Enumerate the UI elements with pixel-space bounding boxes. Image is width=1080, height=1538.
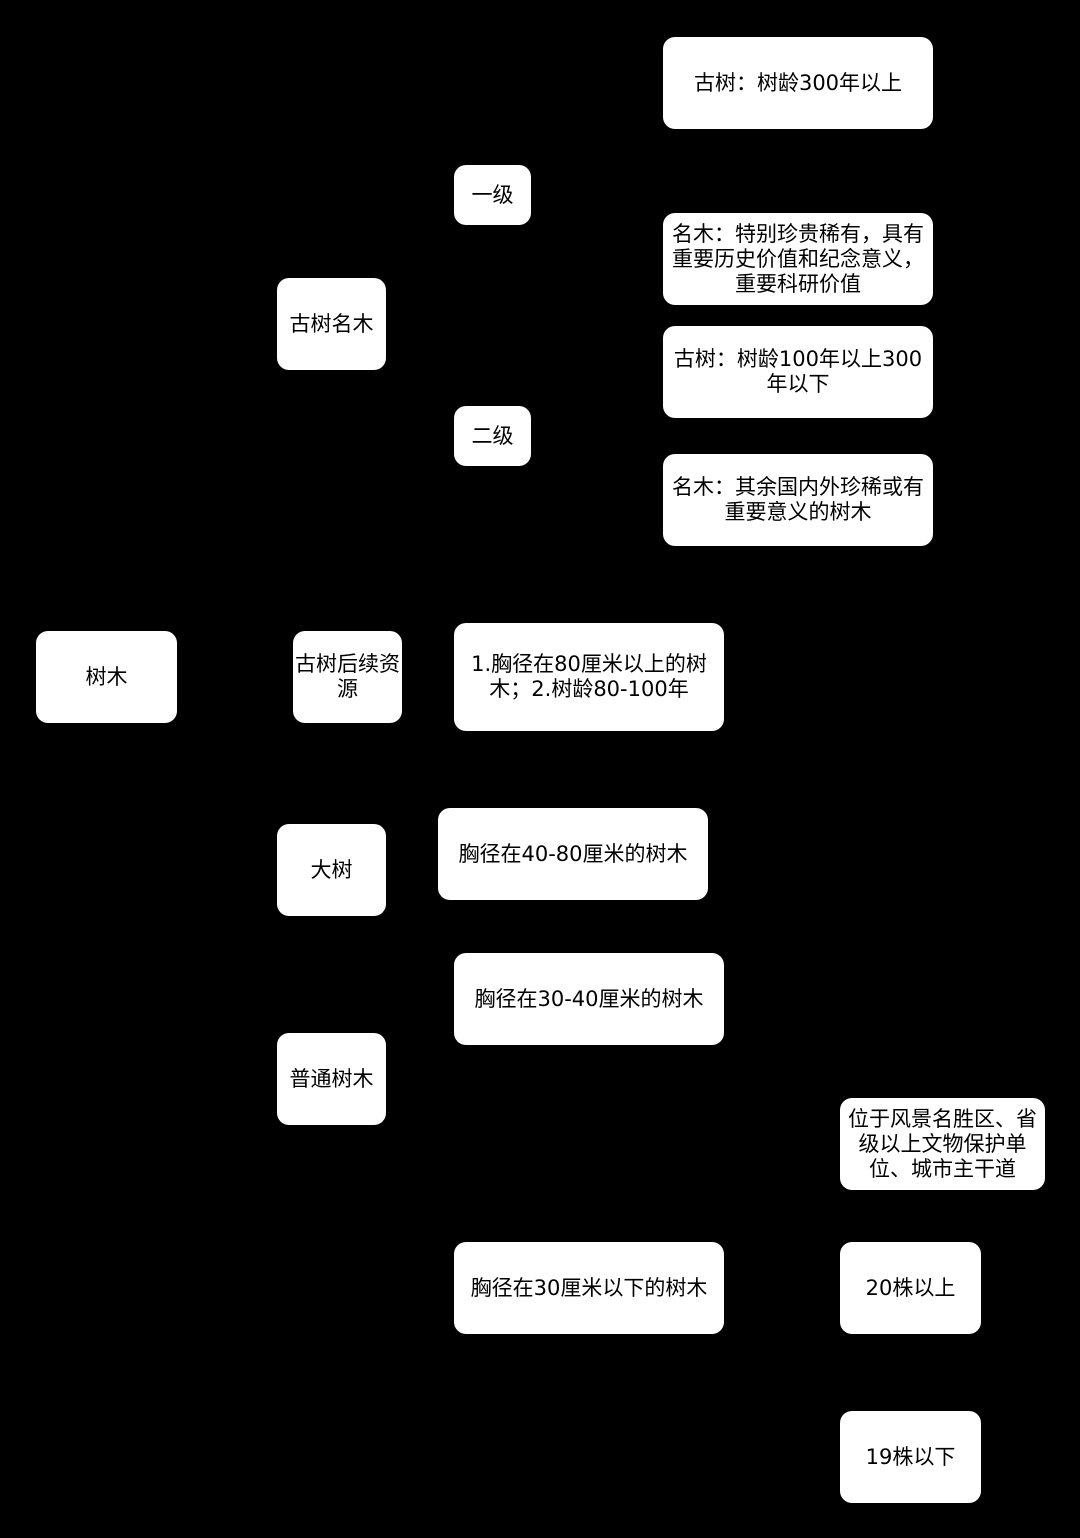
node-famous-tree-level-two: 名木：其余国内外珍稀或有重要意义的树木 bbox=[663, 454, 933, 546]
node-label: 一级 bbox=[471, 182, 514, 207]
node-level-one: 一级 bbox=[454, 165, 531, 225]
node-label: 树木 bbox=[85, 664, 128, 689]
connector-root-to-ordinary bbox=[177, 676, 277, 1080]
node-label: 古树后续资源 bbox=[295, 652, 400, 701]
node-big-tree-criteria: 胸径在40-80厘米的树木 bbox=[438, 808, 708, 900]
node-label: 位于风景名胜区、省级以上文物保护单位、城市主干道 bbox=[848, 1106, 1037, 1181]
node-level-two: 二级 bbox=[454, 406, 531, 466]
node-root-tree: 树木 bbox=[36, 631, 177, 723]
connector-root-to-ancient_famous bbox=[177, 323, 277, 678]
node-label: 大树 bbox=[310, 857, 353, 882]
connector-ancient_famous-to-level1 bbox=[386, 194, 454, 325]
node-below-19-trees: 19株以下 bbox=[840, 1411, 981, 1503]
node-label: 古树：树龄100年以上300年以下 bbox=[673, 347, 923, 396]
node-famous-tree-level-one: 名木：特别珍贵稀有，具有重要历史价值和纪念意义，重要科研价值 bbox=[663, 213, 933, 305]
node-ancient-300-years: 古树：树龄300年以上 bbox=[663, 37, 933, 129]
node-label: 古树名木 bbox=[289, 311, 374, 336]
node-label: 20株以上 bbox=[865, 1275, 956, 1300]
node-diameter-below-30: 胸径在30厘米以下的树木 bbox=[454, 1242, 724, 1334]
node-label: 古树：树龄300年以上 bbox=[693, 70, 903, 95]
node-reserve-criteria: 1.胸径在80厘米以上的树木；2.树龄80-100年 bbox=[454, 623, 724, 731]
connector-ordinary-to-ordinary_30_40 bbox=[386, 998, 454, 1080]
node-diameter-30-40: 胸径在30-40厘米的树木 bbox=[454, 953, 724, 1045]
node-label: 胸径在30-40厘米的树木 bbox=[474, 986, 704, 1011]
connector-big_tree-to-big_desc bbox=[386, 853, 438, 871]
node-scenic-location: 位于风景名胜区、省级以上文物保护单位、城市主干道 bbox=[840, 1098, 1045, 1190]
node-label: 二级 bbox=[471, 423, 514, 448]
connector-ordinary_below_30-to-scenic bbox=[724, 1143, 840, 1289]
node-ancient-tree-reserve: 古树后续资源 bbox=[293, 631, 402, 723]
connector-ancient_famous-to-level2 bbox=[386, 323, 454, 437]
node-label: 胸径在30厘米以下的树木 bbox=[470, 1275, 708, 1300]
connector-ordinary-to-ordinary_below_30 bbox=[386, 1078, 454, 1289]
node-ancient-100-300-years: 古树：树龄100年以上300年以下 bbox=[663, 326, 933, 418]
node-ordinary-trees: 普通树木 bbox=[277, 1033, 386, 1125]
node-label: 普通树木 bbox=[289, 1066, 374, 1091]
node-big-tree: 大树 bbox=[277, 824, 386, 916]
node-label: 名木：特别珍贵稀有，具有重要历史价值和纪念意义，重要科研价值 bbox=[672, 221, 924, 296]
connector-level2-to-famous_2 bbox=[531, 435, 663, 501]
node-above-20-trees: 20株以上 bbox=[840, 1242, 981, 1334]
connector-level2-to-ancient_100_300 bbox=[531, 371, 663, 437]
node-label: 19株以下 bbox=[865, 1444, 956, 1469]
connector-level1-to-ancient_300 bbox=[531, 82, 663, 196]
node-label: 名木：其余国内外珍稀或有重要意义的树木 bbox=[672, 475, 924, 524]
node-label: 胸径在40-80厘米的树木 bbox=[458, 841, 688, 866]
node-ancient-famous-trees: 古树名木 bbox=[277, 278, 386, 370]
node-label: 1.胸径在80厘米以上的树木；2.树龄80-100年 bbox=[471, 652, 707, 701]
connector-ordinary_below_30-to-below_19 bbox=[724, 1287, 840, 1458]
connector-level1-to-famous_1 bbox=[531, 194, 663, 260]
